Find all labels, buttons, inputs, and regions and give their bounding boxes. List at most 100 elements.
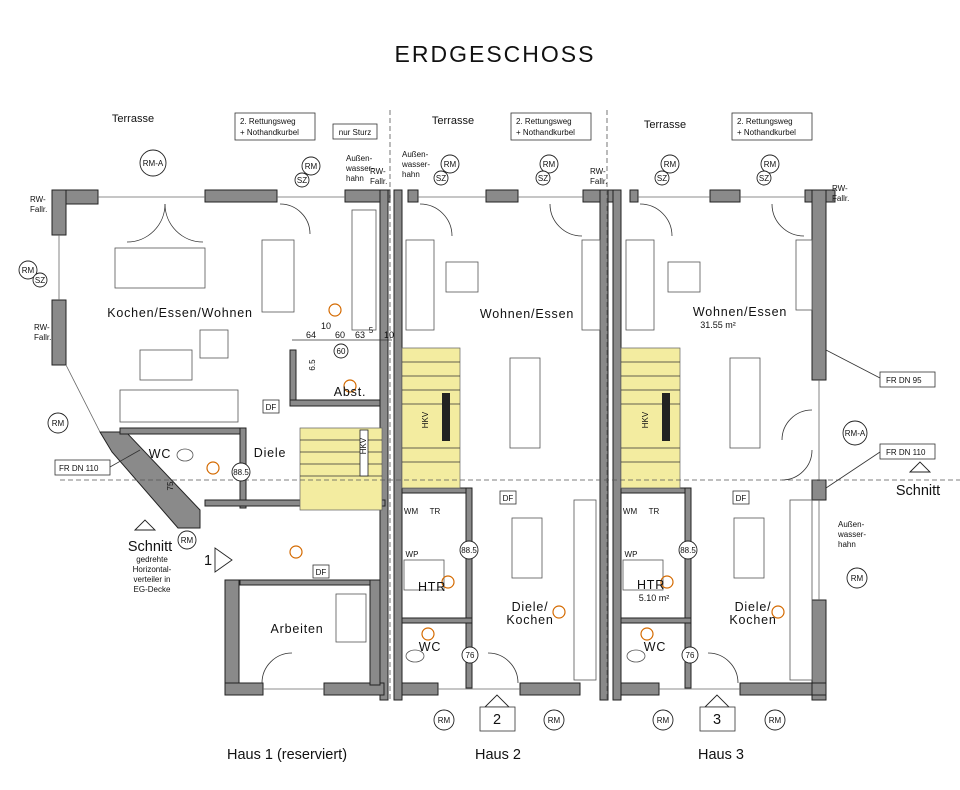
svg-text:RM: RM xyxy=(851,574,864,583)
svg-text:RM: RM xyxy=(22,266,35,275)
svg-text:Fallr.: Fallr. xyxy=(590,177,607,186)
svg-text:75: 75 xyxy=(166,481,175,490)
furniture xyxy=(60,110,960,700)
room-arbeiten: Arbeiten xyxy=(271,622,324,636)
svg-text:RM: RM xyxy=(181,536,194,545)
plan-title: ERDGESCHOSS xyxy=(395,41,596,67)
room-diele-1: Diele xyxy=(254,446,287,460)
svg-text:RM: RM xyxy=(769,716,782,725)
svg-text:Außen-: Außen- xyxy=(838,520,865,529)
svg-text:Horizontal-: Horizontal- xyxy=(133,565,172,574)
svg-text:DF: DF xyxy=(316,568,327,577)
windows xyxy=(58,196,820,690)
svg-text:+ Nothandkurbel: + Nothandkurbel xyxy=(240,128,299,137)
rescue-route-note-1: 2. Rettungsweg + Nothandkurbel xyxy=(234,112,316,141)
room-wc-2: WC xyxy=(419,640,441,654)
svg-text:Außen-: Außen- xyxy=(402,150,429,159)
section-marker-1: 1 xyxy=(204,547,233,573)
ceiling-lights xyxy=(206,303,785,641)
svg-text:HKV: HKV xyxy=(641,411,650,428)
svg-text:RM: RM xyxy=(444,160,457,169)
svg-text:60: 60 xyxy=(335,330,345,340)
svg-text:RM-A: RM-A xyxy=(143,159,164,168)
svg-text:DF: DF xyxy=(503,494,514,503)
svg-text:nur Sturz: nur Sturz xyxy=(339,128,371,137)
house-label-1: Haus 1 (reserviert) xyxy=(227,747,347,763)
room-abstellraum: Abst. xyxy=(334,385,367,399)
svg-text:wasser-: wasser- xyxy=(837,530,866,539)
svg-text:2. Rettungsweg: 2. Rettungsweg xyxy=(240,117,296,126)
smoke-detectors: RM-A RM SZ RM SZ RM SZ RM SZ RM SZ RM SZ… xyxy=(18,149,868,731)
rescue-route-note-2: 2. Rettungsweg + Nothandkurbel xyxy=(510,112,592,141)
svg-text:verteiler in: verteiler in xyxy=(134,575,171,584)
svg-text:TR: TR xyxy=(430,507,441,516)
svg-text:2: 2 xyxy=(493,712,501,728)
room-wohnen-essen-3: Wohnen/Essen xyxy=(693,305,787,319)
note-aussenwasserhahn-1: Außen- wasser- hahn xyxy=(345,154,374,183)
house-label-3: Haus 3 xyxy=(698,747,744,763)
svg-text:FR DN 110: FR DN 110 xyxy=(886,448,926,457)
room-wc-1: WC xyxy=(149,447,171,461)
svg-text:FR DN 95: FR DN 95 xyxy=(886,376,922,385)
svg-text:2. Rettungsweg: 2. Rettungsweg xyxy=(737,117,793,126)
svg-text:10: 10 xyxy=(321,321,331,331)
svg-text:SZ: SZ xyxy=(538,174,548,183)
svg-text:76: 76 xyxy=(466,651,475,660)
note-nur-sturz: nur Sturz xyxy=(332,123,378,140)
svg-text:1: 1 xyxy=(204,553,212,569)
svg-text:Schnitt: Schnitt xyxy=(128,539,172,555)
svg-text:Außen-: Außen- xyxy=(346,154,373,163)
svg-text:HKV: HKV xyxy=(421,411,430,428)
dimensions: 64 10 60 63 5 10 60 6.5 88.5 88.5 88.5 7… xyxy=(166,321,699,664)
note-rw-fallrohr-4: RW- Fallr. xyxy=(590,167,607,186)
note-fr-dn-110-left: FR DN 110 xyxy=(54,449,141,476)
svg-text:gedrehte: gedrehte xyxy=(136,555,168,564)
svg-text:HKV: HKV xyxy=(359,437,368,454)
svg-text:88.5: 88.5 xyxy=(233,468,249,477)
room-htr-2: HTR xyxy=(418,580,446,594)
terrace-label-3: Terrasse xyxy=(644,119,686,131)
note-rw-fallrohr-1: RW- Fallr. xyxy=(30,195,47,214)
svg-text:+ Nothandkurbel: + Nothandkurbel xyxy=(737,128,796,137)
svg-text:WM: WM xyxy=(623,507,638,516)
svg-text:SZ: SZ xyxy=(35,276,45,285)
svg-text:Fallr.: Fallr. xyxy=(370,177,387,186)
room-diele-2-line2: Kochen xyxy=(506,613,553,627)
note-aussenwasserhahn-3: Außen- wasser- hahn xyxy=(837,520,866,549)
svg-text:RM-A: RM-A xyxy=(845,429,866,438)
svg-text:RM: RM xyxy=(52,419,65,428)
svg-text:Fallr.: Fallr. xyxy=(34,333,51,342)
section-label-right: Schnitt xyxy=(896,461,940,499)
svg-text:+ Nothandkurbel: + Nothandkurbel xyxy=(516,128,575,137)
section-label-left: Schnitt xyxy=(128,519,172,555)
stairs xyxy=(299,347,681,511)
svg-text:RM: RM xyxy=(657,716,670,725)
room-kochen-essen-wohnen: Kochen/Essen/Wohnen xyxy=(107,306,253,320)
svg-text:FR DN 110: FR DN 110 xyxy=(59,464,99,473)
note-aussenwasserhahn-2: Außen- wasser- hahn xyxy=(401,150,430,179)
room-diele-3-line2: Kochen xyxy=(729,613,776,627)
note-fr-dn-110-right: FR DN 110 xyxy=(825,443,936,489)
svg-text:WM: WM xyxy=(404,507,419,516)
room-wohnen-essen-2: Wohnen/Essen xyxy=(480,307,574,321)
svg-text:Schnitt: Schnitt xyxy=(896,483,940,499)
svg-text:RM: RM xyxy=(664,160,677,169)
svg-text:SZ: SZ xyxy=(759,174,769,183)
svg-text:SZ: SZ xyxy=(297,176,307,185)
svg-text:hahn: hahn xyxy=(838,540,856,549)
house-label-2: Haus 2 xyxy=(475,747,521,763)
note-horizontalverteiler: gedrehte Horizontal- verteiler in EG-Dec… xyxy=(133,555,172,594)
svg-text:TR: TR xyxy=(649,507,660,516)
svg-text:WP: WP xyxy=(625,550,638,559)
svg-text:RM: RM xyxy=(438,716,451,725)
svg-text:76: 76 xyxy=(686,651,695,660)
room-wc-3: WC xyxy=(644,640,666,654)
svg-text:RW-: RW- xyxy=(34,323,50,332)
svg-text:10: 10 xyxy=(384,330,394,340)
terrace-label-1: Terrasse xyxy=(112,113,154,125)
note-rw-fallrohr-3: RW- Fallr. xyxy=(370,167,387,186)
svg-text:EG-Decke: EG-Decke xyxy=(134,585,171,594)
svg-text:63: 63 xyxy=(355,330,365,340)
svg-text:RM: RM xyxy=(548,716,561,725)
